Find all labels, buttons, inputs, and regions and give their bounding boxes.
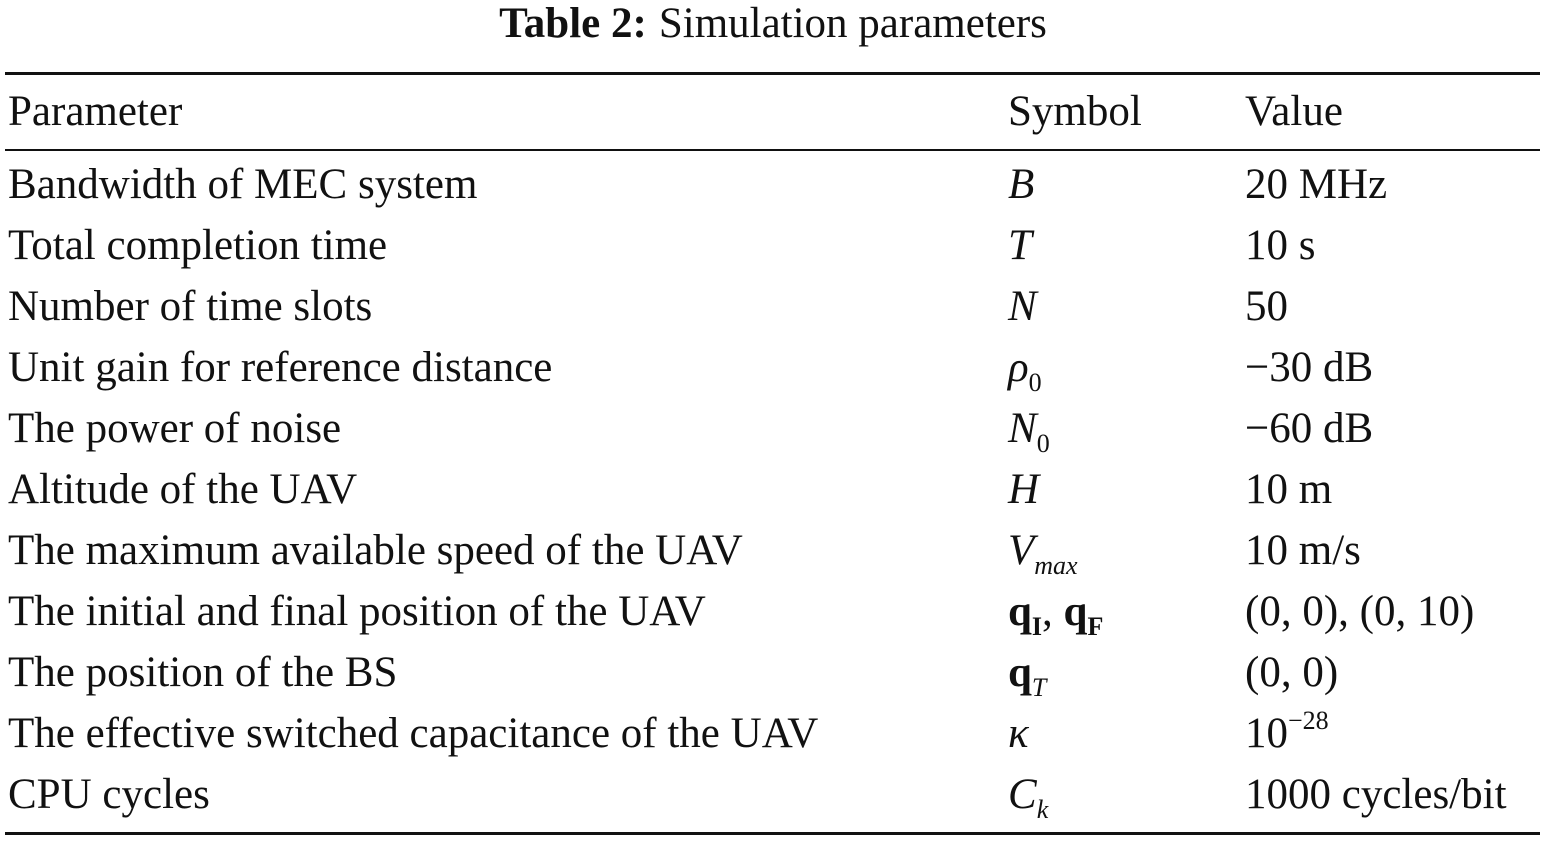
table-row: CPU cycles Ck 1000 cycles/bit — [0, 766, 1546, 827]
row-parameter: The initial and final position of the UA… — [8, 588, 706, 635]
header-symbol: Symbol — [1008, 88, 1142, 135]
row-symbol: Vmax — [1008, 522, 1078, 580]
row-value: −30 dB — [1245, 344, 1374, 391]
symbol-subscript: I — [1031, 612, 1043, 641]
value-superscript: −28 — [1288, 706, 1329, 735]
top-rule — [5, 72, 1540, 75]
symbol-subscript: 0 — [1028, 368, 1042, 397]
table-row: The position of the BS qT (0, 0) — [0, 644, 1546, 705]
symbol-separator: , — [1042, 588, 1064, 635]
row-value: (0, 0), (0, 10) — [1245, 588, 1475, 635]
row-value: 50 — [1245, 283, 1288, 330]
symbol-subscript: T — [1031, 673, 1047, 702]
row-symbol: B — [1008, 156, 1034, 214]
row-parameter: The power of noise — [8, 405, 342, 452]
row-parameter: The position of the BS — [8, 649, 398, 696]
row-parameter: Unit gain for reference distance — [8, 344, 553, 391]
table-row: The effective switched capacitance of th… — [0, 705, 1546, 766]
header-value: Value — [1245, 88, 1343, 135]
row-value: 10−28 — [1245, 705, 1329, 763]
symbol-base: C — [1008, 771, 1037, 818]
row-parameter: Total completion time — [8, 222, 388, 269]
row-parameter: The maximum available speed of the UAV — [8, 527, 743, 574]
row-parameter: CPU cycles — [8, 771, 210, 818]
table-header-row: Parameter Symbol Value — [0, 78, 1546, 146]
table-row: The power of noise N0 −60 dB — [0, 400, 1546, 461]
row-parameter: Number of time slots — [8, 283, 373, 330]
row-value: 10 m/s — [1245, 527, 1361, 574]
row-symbol: ρ0 — [1008, 339, 1042, 397]
row-parameter: Bandwidth of MEC system — [8, 161, 478, 208]
row-symbol: T — [1008, 217, 1032, 275]
symbol-subscript-second: F — [1087, 612, 1104, 641]
symbol-base: q — [1008, 588, 1032, 635]
header-rule — [5, 149, 1540, 151]
symbol-base: N — [1008, 283, 1037, 330]
row-symbol: qI, qF — [1008, 583, 1103, 641]
row-symbol: Ck — [1008, 766, 1048, 824]
symbol-base: T — [1008, 222, 1032, 269]
table-row: Unit gain for reference distance ρ0 −30 … — [0, 339, 1546, 400]
table-body: Bandwidth of MEC system B 20 MHz Total c… — [0, 156, 1546, 830]
row-value: 20 MHz — [1245, 161, 1388, 208]
table-row: The maximum available speed of the UAV V… — [0, 522, 1546, 583]
table-row: The initial and final position of the UA… — [0, 583, 1546, 644]
table-row: Bandwidth of MEC system B 20 MHz — [0, 156, 1546, 217]
table-row: Number of time slots N 50 — [0, 278, 1546, 339]
symbol-base: ρ — [1008, 344, 1029, 391]
row-parameter: Altitude of the UAV — [8, 466, 358, 513]
symbol-base: H — [1008, 466, 1040, 513]
row-symbol: N — [1008, 278, 1037, 336]
caption-text: Simulation parameters — [658, 0, 1047, 47]
table-row: Total completion time T 10 s — [0, 217, 1546, 278]
row-symbol: H — [1008, 461, 1039, 519]
caption-label: Table 2: — [499, 0, 647, 47]
row-symbol: qT — [1008, 644, 1046, 702]
row-value: (0, 0) — [1245, 649, 1339, 696]
symbol-base: κ — [1008, 710, 1029, 757]
row-parameter: The effective switched capacitance of th… — [8, 710, 819, 757]
header-parameter: Parameter — [8, 88, 183, 135]
symbol-subscript: max — [1034, 551, 1078, 580]
table-row: Altitude of the UAV H 10 m — [0, 461, 1546, 522]
row-symbol: N0 — [1008, 400, 1050, 458]
row-value: −60 dB — [1245, 405, 1374, 452]
row-value: 1000 cycles/bit — [1245, 771, 1507, 818]
row-value: 10 m — [1245, 466, 1333, 513]
table-caption: Table 2:Simulation parameters — [0, 0, 1546, 52]
symbol-subscript: 0 — [1036, 429, 1050, 458]
symbol-subscript: k — [1036, 795, 1049, 824]
row-value: 10 s — [1245, 222, 1316, 269]
symbol-base: N — [1008, 405, 1037, 452]
row-symbol: κ — [1008, 705, 1029, 763]
value-base: 10 — [1245, 710, 1288, 757]
bottom-rule — [5, 832, 1540, 835]
symbol-base: q — [1008, 649, 1032, 696]
symbol-base-second: q — [1063, 588, 1088, 635]
symbol-base: B — [1008, 161, 1035, 208]
symbol-base: V — [1008, 527, 1035, 574]
